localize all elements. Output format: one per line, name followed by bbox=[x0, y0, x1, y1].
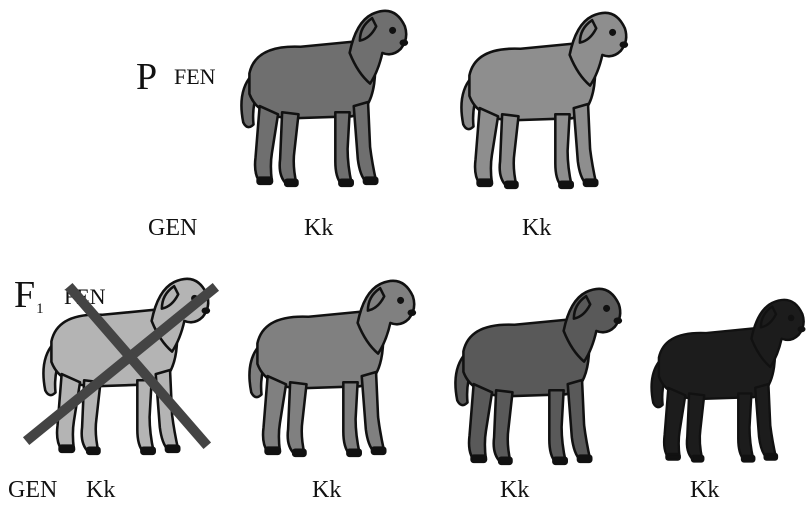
filial-lamb-2 bbox=[236, 282, 422, 462]
filial-lamb-4 bbox=[640, 296, 808, 472]
lamb-2-drawing bbox=[461, 13, 626, 188]
filial-lamb-1-genotype: Kk bbox=[86, 478, 115, 502]
parental-generation-letter: P bbox=[136, 58, 157, 96]
parental-lamb-2-genotype: Kk bbox=[522, 216, 551, 240]
lamb-4-drawing bbox=[249, 281, 414, 456]
parental-lamb-1-genotype: Kk bbox=[304, 216, 333, 240]
lamb-6-drawing bbox=[652, 300, 805, 462]
lamb-5-drawing bbox=[455, 289, 620, 464]
parental-lamb-2 bbox=[448, 14, 634, 194]
parental-lamb-1 bbox=[228, 12, 414, 192]
filial-lamb-3 bbox=[442, 290, 628, 470]
cross-out-mark bbox=[22, 276, 222, 446]
filial-lamb-3-genotype: Kk bbox=[500, 478, 529, 502]
parental-phenotype-label: FEN bbox=[174, 66, 216, 88]
lamb-1-drawing bbox=[241, 11, 406, 186]
parental-genotype-label: GEN bbox=[148, 216, 197, 240]
filial-genotype-label: GEN bbox=[8, 478, 57, 502]
filial-lamb-4-genotype: Kk bbox=[690, 478, 719, 502]
filial-lamb-2-genotype: Kk bbox=[312, 478, 341, 502]
